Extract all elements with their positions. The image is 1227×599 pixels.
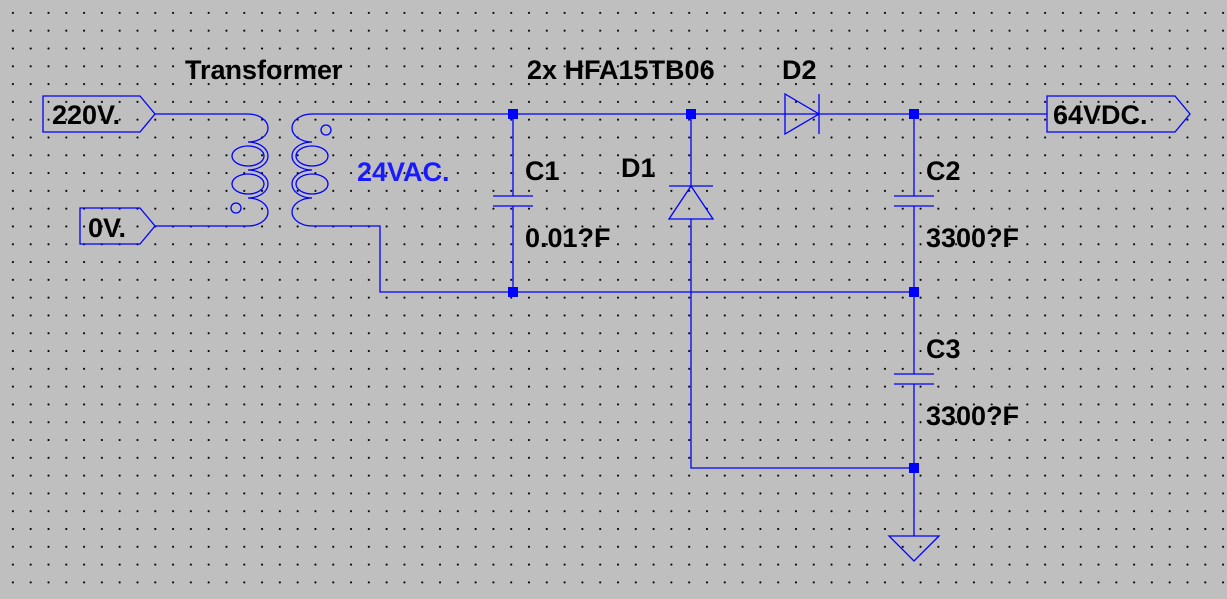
c3-name-label: C3 bbox=[926, 334, 961, 364]
port-0v-label: 0V. bbox=[88, 213, 126, 243]
ground-symbol[interactable] bbox=[887, 535, 941, 562]
port-0v[interactable]: 0V. bbox=[79, 207, 156, 245]
transformer[interactable] bbox=[155, 113, 332, 227]
c3-value-label: 3300?F bbox=[926, 401, 1019, 431]
junction bbox=[909, 287, 919, 297]
wire-secondary-bottom bbox=[312, 225, 914, 293]
junction bbox=[508, 109, 518, 119]
port-220v[interactable]: 220V. bbox=[42, 95, 156, 133]
junction bbox=[909, 463, 919, 473]
polarity-dot-secondary bbox=[320, 124, 332, 136]
transformer-label: Transformer bbox=[185, 55, 343, 85]
polarity-dot-primary bbox=[230, 202, 242, 214]
diode-d1[interactable] bbox=[667, 114, 914, 469]
c1-name-label: C1 bbox=[525, 156, 560, 186]
c2-value-label: 3300?F bbox=[926, 223, 1019, 253]
port-220v-label: 220V. bbox=[52, 100, 120, 130]
c2-name-label: C2 bbox=[926, 156, 961, 186]
capacitor-c3[interactable] bbox=[894, 292, 934, 536]
junction bbox=[508, 287, 518, 297]
d1-name-label: D1 bbox=[621, 153, 656, 183]
capacitor-c1[interactable] bbox=[493, 114, 533, 292]
junction bbox=[686, 109, 696, 119]
junction bbox=[909, 109, 919, 119]
c1-value-label: 0.01?F bbox=[525, 223, 611, 253]
secondary-voltage-label: 24VAC. bbox=[357, 157, 450, 187]
port-64vdc[interactable]: 64VDC. bbox=[1046, 95, 1191, 133]
port-64vdc-label: 64VDC. bbox=[1053, 100, 1148, 130]
diode-d2[interactable] bbox=[784, 92, 821, 136]
d2-name-label: D2 bbox=[782, 55, 817, 85]
diode-part-label: 2x HFA15TB06 bbox=[527, 55, 715, 85]
junctions bbox=[508, 109, 919, 473]
capacitor-c2[interactable] bbox=[894, 114, 934, 292]
